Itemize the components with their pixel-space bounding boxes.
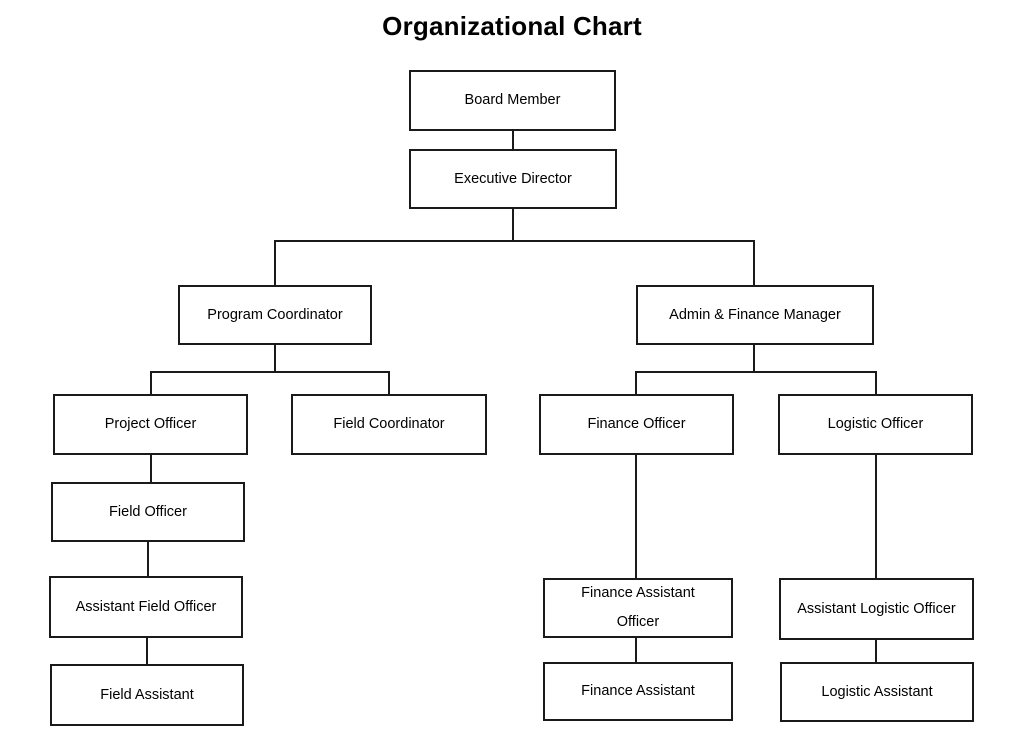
node-label: Field Assistant — [100, 686, 194, 703]
connector-project-officer-to-field-officer — [150, 454, 152, 483]
node-executive-director[interactable]: Executive Director — [409, 149, 617, 209]
node-finance-assistant-officer[interactable]: Finance Assistant Officer — [543, 578, 733, 638]
connector-logistic-officer-to-assistant-logistic-officer — [875, 454, 877, 579]
node-label: Program Coordinator — [207, 306, 343, 323]
connector-board-to-executive — [512, 130, 514, 151]
connector-executive-to-program-coordinator — [274, 240, 276, 286]
node-admin-finance-manager[interactable]: Admin & Finance Manager — [636, 285, 874, 345]
connector-finance-assistant-officer-to-finance-assistant — [635, 638, 637, 663]
node-label: Assistant Field Officer — [75, 598, 217, 615]
connector-admin-finance-manager-trunk — [753, 344, 755, 373]
connector-admin-finance-manager-to-logistic-officer — [875, 371, 877, 395]
node-label: Logistic Assistant — [821, 683, 933, 700]
node-label: Admin & Finance Manager — [669, 306, 841, 323]
node-assistant-field-officer[interactable]: Assistant Field Officer — [49, 576, 243, 638]
connector-assistant-logistic-officer-to-logistic-assistant — [875, 639, 877, 663]
connector-program-coordinator-trunk — [274, 344, 276, 373]
node-label: Project Officer — [104, 416, 197, 433]
node-program-coordinator[interactable]: Program Coordinator — [178, 285, 372, 345]
node-finance-assistant[interactable]: Finance Assistant — [543, 662, 733, 721]
connector-admin-finance-manager-bus — [635, 371, 876, 373]
node-label: Field Coordinator — [333, 416, 445, 433]
connector-program-coordinator-bus — [150, 371, 390, 373]
node-label: Finance Assistant Officer — [581, 579, 695, 637]
connector-field-officer-to-assistant-field-officer — [147, 541, 149, 577]
connector-program-coordinator-to-project-officer — [150, 371, 152, 395]
node-label: Finance Officer — [587, 416, 686, 433]
connector-finance-officer-to-finance-assistant-officer — [635, 454, 637, 579]
connector-assistant-field-officer-to-field-assistant — [146, 637, 148, 665]
node-label: Logistic Officer — [827, 416, 924, 433]
node-label: Finance Assistant — [581, 683, 695, 700]
connector-executive-to-admin-finance-manager — [753, 240, 755, 286]
node-label-line-2: Officer — [616, 614, 660, 630]
node-label-line-1: Finance Assistant — [581, 585, 695, 601]
page-title: Organizational Chart — [382, 11, 642, 41]
node-logistic-assistant[interactable]: Logistic Assistant — [780, 662, 974, 722]
connector-executive-trunk — [512, 208, 514, 241]
node-label: Executive Director — [454, 170, 572, 187]
node-finance-officer[interactable]: Finance Officer — [539, 394, 734, 455]
connector-program-coordinator-to-field-coordinator — [388, 371, 390, 395]
node-project-officer[interactable]: Project Officer — [53, 394, 248, 455]
node-label: Board Member — [464, 92, 561, 109]
node-logistic-officer[interactable]: Logistic Officer — [778, 394, 973, 455]
connector-executive-bus — [274, 240, 755, 242]
connector-admin-finance-manager-to-finance-officer — [635, 371, 637, 395]
node-field-coordinator[interactable]: Field Coordinator — [291, 394, 487, 455]
node-assistant-logistic-officer[interactable]: Assistant Logistic Officer — [779, 578, 974, 640]
node-label: Field Officer — [109, 503, 187, 520]
node-field-officer[interactable]: Field Officer — [51, 482, 245, 542]
node-field-assistant[interactable]: Field Assistant — [50, 664, 244, 726]
node-label: Assistant Logistic Officer — [797, 600, 956, 617]
node-board-member[interactable]: Board Member — [409, 70, 616, 131]
